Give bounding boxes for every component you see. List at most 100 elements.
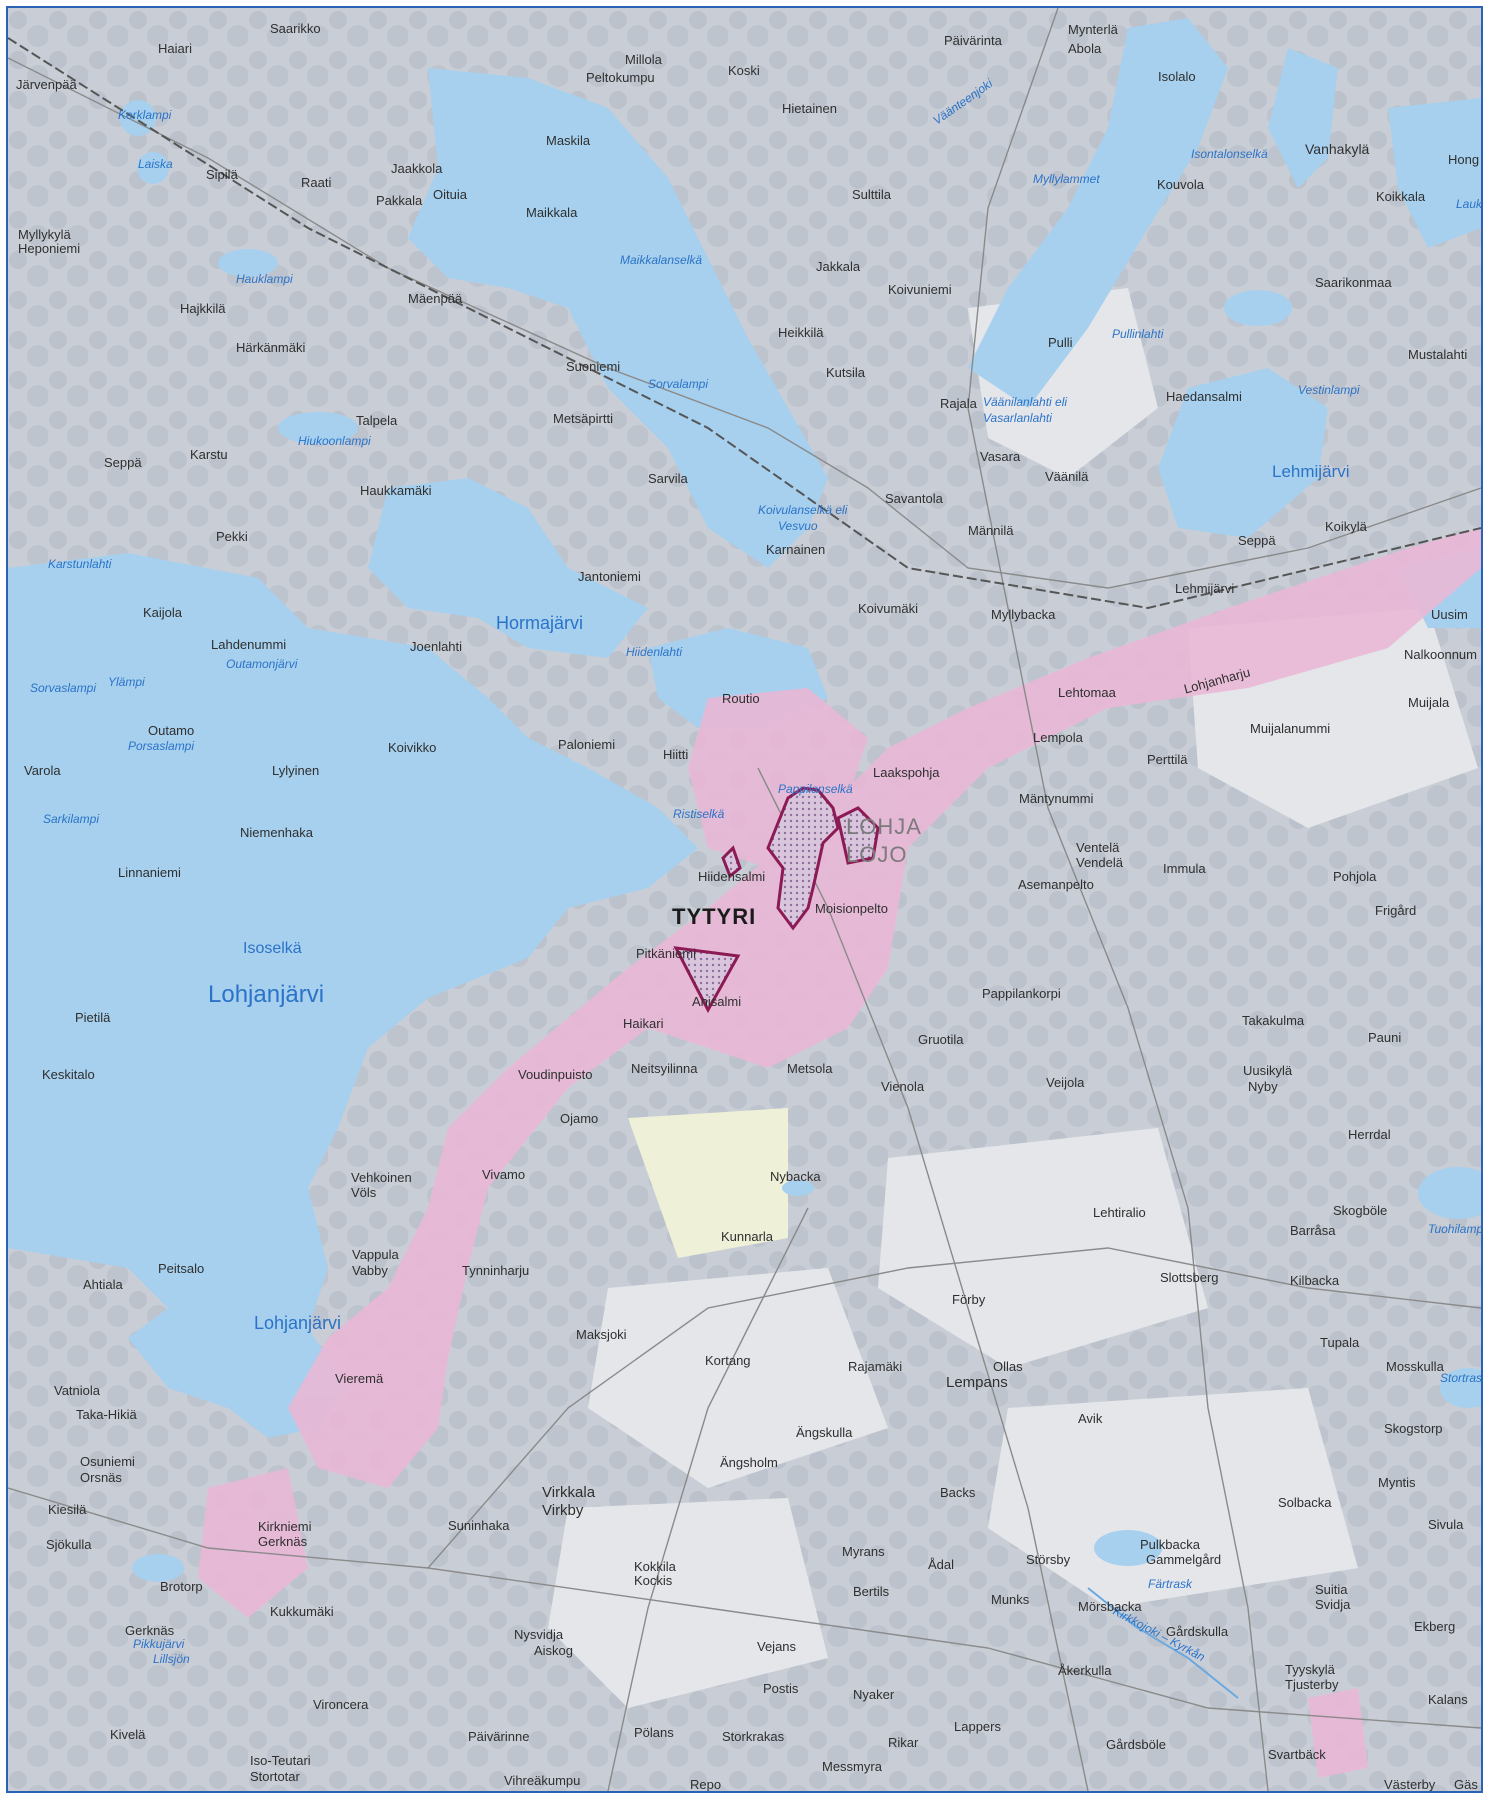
tytyri-site[interactable] xyxy=(673,786,880,1014)
place-label: Ängsholm xyxy=(720,1455,778,1470)
place-label: Ojamo xyxy=(560,1111,599,1126)
lake-label: Lohjanjärvi xyxy=(208,981,325,1008)
river-kirkkojoki xyxy=(1087,1587,1239,1699)
place-label: Karstu xyxy=(190,447,228,462)
place-label: Gäs xyxy=(1454,1777,1478,1792)
place-label: Suoniemi xyxy=(566,359,621,374)
place-label: Mörsbacka xyxy=(1078,1599,1142,1614)
place-label: Kutsila xyxy=(826,365,866,380)
place-label: Rajala xyxy=(940,396,977,411)
topographic-map[interactable] xyxy=(8,8,1481,1791)
place-label: Svidja xyxy=(1315,1597,1351,1612)
lake-label: Sorvalampi xyxy=(648,377,709,391)
place-label: Ollas xyxy=(993,1359,1023,1374)
place-label: Linnaniemi xyxy=(118,865,181,880)
place-label: Bertils xyxy=(853,1584,890,1599)
place-label: Ängskulla xyxy=(796,1425,853,1440)
place-label: Völs xyxy=(351,1185,377,1200)
lake-label: Sarkilampi xyxy=(43,812,100,826)
railway xyxy=(8,37,1481,610)
place-label: Mäenpää xyxy=(408,291,463,306)
lake-maikkalanselka xyxy=(408,68,828,568)
place-label: Repo xyxy=(690,1777,722,1792)
place-label: Myntis xyxy=(1378,1475,1416,1490)
place-label: Vasara xyxy=(980,449,1021,464)
place-label: Postis xyxy=(763,1681,799,1696)
place-label: Mäntynummi xyxy=(1019,791,1094,806)
place-label: Laakspohja xyxy=(873,765,940,780)
place-label: Vabby xyxy=(352,1263,388,1278)
place-label: Pölans xyxy=(634,1725,674,1740)
place-label: Vironcera xyxy=(313,1697,369,1712)
place-label: Vehkoinen xyxy=(351,1170,412,1185)
lake-label: Pappilanselkä xyxy=(778,782,853,796)
place-label: Myllybacka xyxy=(991,607,1056,622)
site-label-tytyri[interactable]: TYTYRI xyxy=(672,904,757,929)
site-area-east[interactable] xyxy=(836,806,880,865)
place-label: Haedansalmi xyxy=(1166,389,1242,404)
place-label: Skogböle xyxy=(1333,1203,1388,1218)
site-area-west[interactable] xyxy=(721,845,742,879)
place-label: Keskitalo xyxy=(42,1067,95,1082)
place-label: Moisionpelto xyxy=(815,901,888,916)
place-label: Maskila xyxy=(546,133,591,148)
place-label: Nyaker xyxy=(853,1687,895,1702)
town-name-lojo: LOJO xyxy=(846,842,908,867)
lake-label: Hauklampi xyxy=(236,272,293,286)
place-label: Veijola xyxy=(1046,1075,1085,1090)
place-label: Haikari xyxy=(623,1016,664,1031)
place-label: Talpela xyxy=(356,413,398,428)
place-label: Avik xyxy=(1078,1411,1103,1426)
place-label: Karnainen xyxy=(766,542,826,557)
site-area-south[interactable] xyxy=(673,946,741,1014)
place-label: Päivärinne xyxy=(468,1729,530,1744)
lake-label: Pikkujärvi xyxy=(133,1637,185,1651)
place-label: Tupala xyxy=(1320,1335,1360,1350)
place-label: Brotorp xyxy=(160,1579,203,1594)
place-label: Koivuniemi xyxy=(888,282,952,297)
place-label: Immula xyxy=(1163,861,1206,876)
map-frame[interactable]: Lohjanjärvi Lohjanjärvi Isoselkä Hormajä… xyxy=(6,6,1483,1793)
place-label: Kukkumäki xyxy=(270,1604,334,1619)
place-label: Vihreäkumpu xyxy=(504,1773,581,1788)
site-area-north[interactable] xyxy=(766,786,840,931)
place-label: Voudinpuisto xyxy=(518,1067,593,1082)
lake-label: Myllylammet xyxy=(1033,172,1100,186)
lake-isontalonselka xyxy=(968,18,1228,408)
place-label: Storkrakas xyxy=(722,1729,785,1744)
place-label: Koikkala xyxy=(1376,189,1426,204)
place-label: Pitkäniemi xyxy=(636,946,696,961)
place-label: Virkkala xyxy=(542,1484,596,1501)
lake-label: Hiidenlahti xyxy=(626,645,683,659)
lake-label: Vesvuo xyxy=(778,519,818,533)
lake-label: Sorvaslampi xyxy=(30,681,97,695)
place-label: Sjökulla xyxy=(46,1537,92,1552)
place-label: Aiskog xyxy=(534,1643,574,1658)
place-label: Tjusterby xyxy=(1285,1677,1339,1692)
place-label: Koikylä xyxy=(1325,519,1367,534)
place-label: Hong xyxy=(1448,152,1480,167)
place-label: Routio xyxy=(722,691,760,706)
place-label: Härkänmäki xyxy=(236,340,306,355)
place-label: Millola xyxy=(625,52,662,67)
place-label: Hajkkilä xyxy=(180,301,226,316)
place-label: Vejans xyxy=(757,1639,797,1654)
place-label: Orsnäs xyxy=(80,1470,122,1485)
place-label: Maikkala xyxy=(526,205,578,220)
place-label: Vendelä xyxy=(1076,855,1123,870)
lake-lohjanjarvi xyxy=(8,553,698,1438)
place-label: Lehmijärvi xyxy=(1175,581,1235,596)
place-label: Nyby xyxy=(1248,1079,1278,1094)
lake-label: Pullinlahti xyxy=(1112,327,1164,341)
place-label: Nysvidja xyxy=(514,1627,564,1642)
lake-label: Ylämpi xyxy=(108,675,145,689)
place-label: Pekki xyxy=(216,529,248,544)
place-label: Munks xyxy=(991,1592,1030,1607)
place-label: Kouvola xyxy=(1157,177,1204,192)
place-label: Heikkilä xyxy=(778,325,824,340)
place-label: Päivärinta xyxy=(944,33,1002,48)
place-label: Pohjola xyxy=(1333,869,1377,884)
place-label: Vienola xyxy=(881,1079,925,1094)
place-label: Lempola xyxy=(1033,730,1083,745)
place-label: Suitia xyxy=(1315,1582,1348,1597)
